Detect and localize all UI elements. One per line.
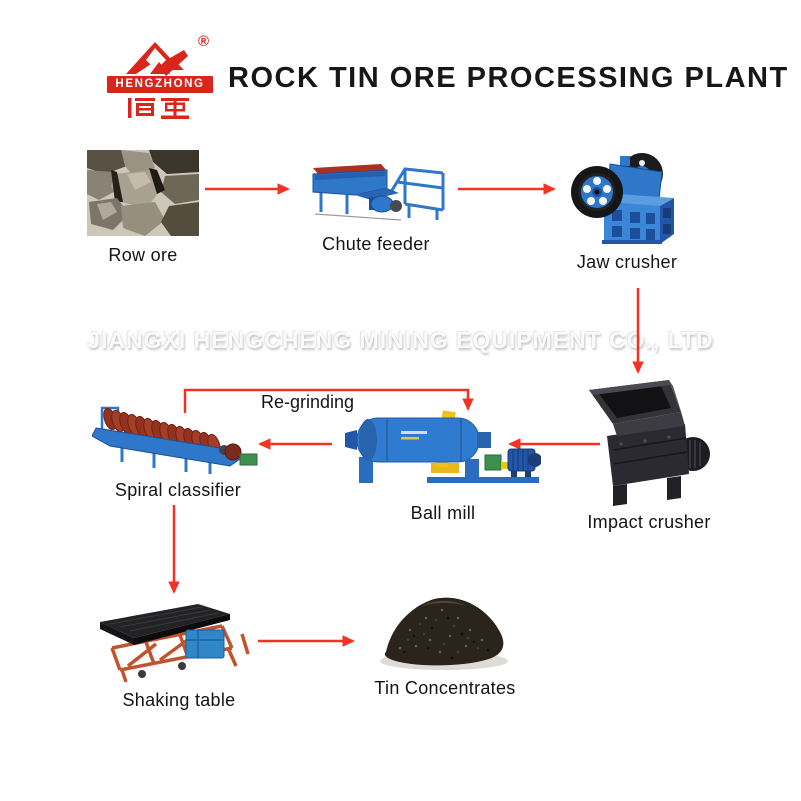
brand-name: HENGZHONG bbox=[107, 76, 213, 93]
station-row-ore: Row ore bbox=[87, 150, 199, 266]
station-spiral-classifier: Spiral classifier bbox=[92, 402, 264, 501]
impact-crusher-illustration bbox=[589, 380, 710, 506]
company-logo: ® HENGZHONG bbox=[95, 25, 225, 125]
registered-trademark-icon: ® bbox=[198, 33, 210, 50]
station-chute-feeder: Chute feeder bbox=[301, 162, 451, 255]
watermark-text: JIANGXI HENGCHENG MINING EQUIPMENT CO., … bbox=[87, 327, 714, 353]
chute-feeder-illustration bbox=[312, 164, 445, 221]
shaking-table-label: Shaking table bbox=[122, 690, 236, 710]
mountain-logo-icon bbox=[126, 42, 188, 76]
shaking-table-illustration bbox=[100, 604, 250, 683]
regrinding-label: Re-grinding bbox=[261, 392, 355, 412]
station-shaking-table: Shaking table bbox=[98, 598, 260, 711]
tin-concentrates-label: Tin Concentrates bbox=[374, 678, 516, 698]
page-title: ROCK TIN ORE PROCESSING PLANT bbox=[228, 62, 789, 94]
station-ball-mill: Ball mill bbox=[345, 405, 541, 524]
spiral-classifier-label: Spiral classifier bbox=[114, 480, 242, 500]
chute-feeder-label: Chute feeder bbox=[322, 234, 430, 254]
ball-mill-illustration bbox=[345, 410, 541, 483]
station-tin-concentrates: Tin Concentrates bbox=[370, 590, 520, 699]
tin-concentrates-photo bbox=[380, 597, 508, 670]
spiral-classifier-illustration bbox=[92, 406, 258, 474]
station-impact-crusher: Impact crusher bbox=[585, 378, 713, 533]
ball-mill-label: Ball mill bbox=[410, 503, 476, 523]
station-jaw-crusher: Jaw crusher bbox=[568, 148, 686, 273]
row-ore-photo bbox=[87, 150, 199, 236]
brand-chinese-characters bbox=[128, 98, 189, 119]
jaw-crusher-label: Jaw crusher bbox=[576, 252, 678, 272]
row-ore-label: Row ore bbox=[108, 245, 178, 265]
impact-crusher-label: Impact crusher bbox=[587, 512, 711, 532]
jaw-crusher-illustration bbox=[571, 153, 674, 244]
